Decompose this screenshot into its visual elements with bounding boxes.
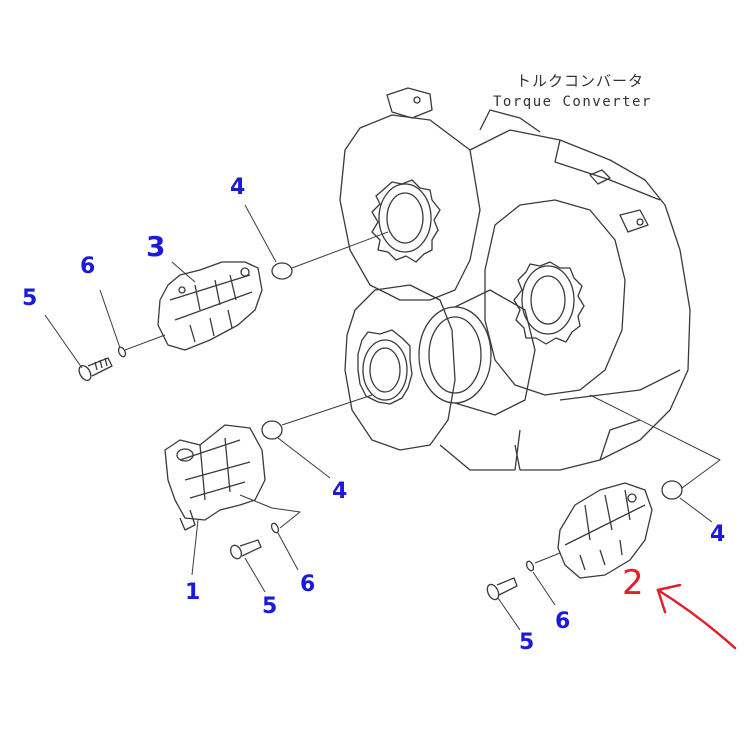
callout-5-middle: 5 (262, 594, 278, 619)
o-ring-4-middle (261, 420, 283, 440)
callout-6-right: 6 (555, 609, 571, 634)
callout-6-top: 6 (80, 254, 96, 279)
callout-4-middle: 4 (332, 479, 348, 504)
callout-1: 1 (185, 580, 201, 605)
washer-6-middle (270, 522, 280, 534)
highlight-arrow (656, 583, 737, 650)
title-english: Torque Converter (493, 94, 652, 110)
callout-6-middle: 6 (300, 572, 316, 597)
washer-6-top (117, 346, 127, 358)
o-ring-4-right (661, 480, 683, 500)
bolt-5-right (486, 577, 518, 601)
callout-4-top: 4 (230, 175, 246, 200)
bolt-5-top (78, 357, 113, 382)
callout-3: 3 (146, 230, 166, 263)
pump-assembly-2 (557, 482, 653, 579)
leader-lines (44, 204, 721, 631)
torque-converter-housing (339, 87, 691, 471)
callout-4-right: 4 (710, 522, 726, 547)
o-ring-4-top (271, 262, 293, 280)
pump-assembly-1 (164, 424, 266, 531)
bolt-5-middle (229, 539, 262, 560)
title-japanese: トルクコンバータ (516, 72, 645, 90)
pump-assembly-3 (157, 261, 263, 351)
callout-5-top: 5 (22, 286, 38, 311)
washer-6-right (525, 560, 535, 572)
callout-5-right: 5 (519, 630, 535, 655)
callout-2-highlighted: 2 (622, 563, 644, 603)
